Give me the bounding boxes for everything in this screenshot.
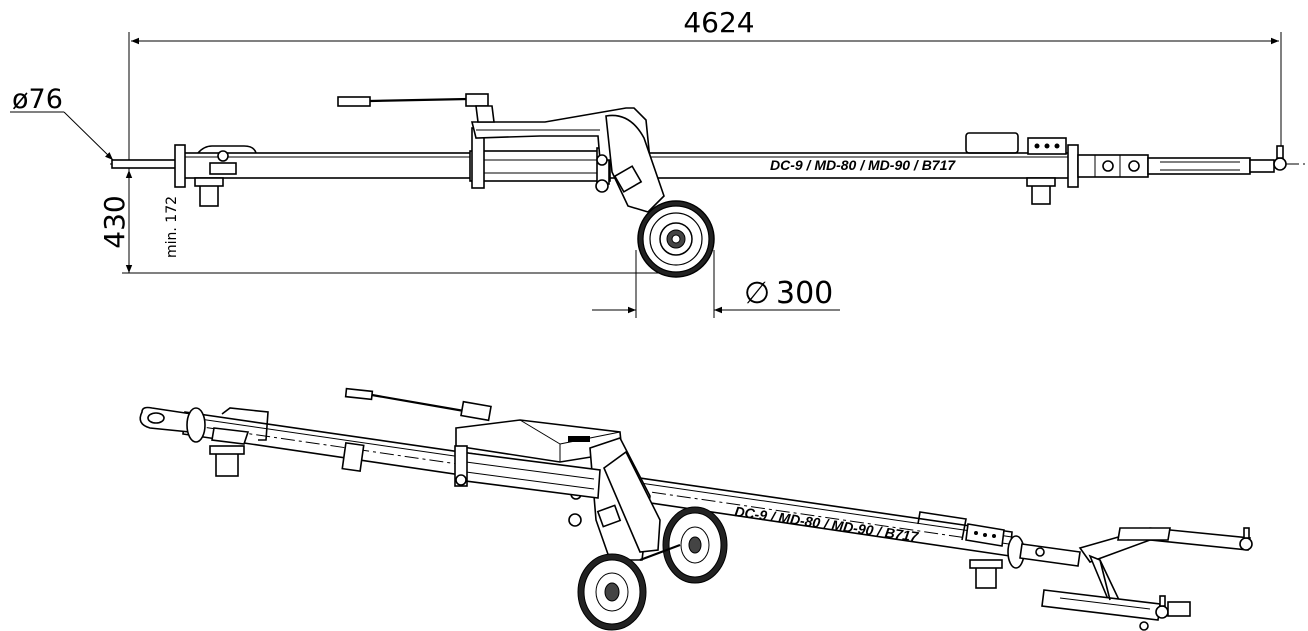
side-view: 4624 ø76 430 min. 172 ∅ 300 — [10, 6, 1305, 318]
overall-length-label: 4624 — [683, 6, 754, 39]
isometric-view: DC-9 / MD-80 / MD-90 / B717 — [139, 387, 1253, 631]
head-fitting — [1077, 145, 1287, 178]
front-bracket — [197, 145, 257, 154]
iso-pump-handle — [344, 387, 492, 422]
adjustment-hole-plate — [1027, 137, 1067, 155]
wheel-diameter-dimension: ∅ 300 — [592, 250, 840, 318]
tow-eye-pin — [111, 159, 179, 169]
front-support-pad — [199, 183, 219, 207]
front-flange — [174, 144, 186, 188]
iso-rear-wheel — [662, 506, 728, 584]
pump-handle — [337, 93, 495, 123]
iso-head-frame — [1019, 527, 1253, 631]
rear-handle — [965, 132, 1019, 154]
eye-diameter-dimension: ø76 — [10, 84, 114, 161]
wheel-side — [637, 200, 715, 278]
iso-clamp — [341, 441, 365, 473]
height-dimension: 430 min. 172 — [98, 170, 690, 274]
iso-front-wheel — [577, 553, 647, 631]
min-clearance-label: min. 172 — [164, 196, 180, 258]
lifting-frame — [470, 107, 665, 213]
iso-front-flange — [186, 407, 206, 443]
wheel-diameter-symbol: ∅ — [744, 276, 770, 311]
eye-diameter-label: ø76 — [12, 84, 63, 115]
iso-axle — [639, 543, 681, 562]
iso-front-handle — [221, 407, 269, 441]
hydraulic-cylinder — [469, 127, 611, 189]
height-label: 430 — [98, 195, 131, 248]
rear-flange — [1067, 144, 1079, 188]
iso-rear-handle — [917, 511, 967, 541]
side-view-model-label: DC-9 / MD-80 / MD-90 / B717 — [770, 157, 956, 173]
rear-support-pad — [1031, 183, 1051, 205]
iso-tow-eye — [139, 406, 193, 433]
wheel-diameter-label: 300 — [776, 276, 833, 311]
iso-hydraulic-cylinder — [454, 445, 601, 499]
overall-length-dimension: 4624 — [128, 6, 1282, 170]
iso-rear-pad — [975, 565, 997, 589]
iso-lifting-frame — [455, 419, 661, 561]
iso-hole-plate — [965, 523, 1005, 547]
